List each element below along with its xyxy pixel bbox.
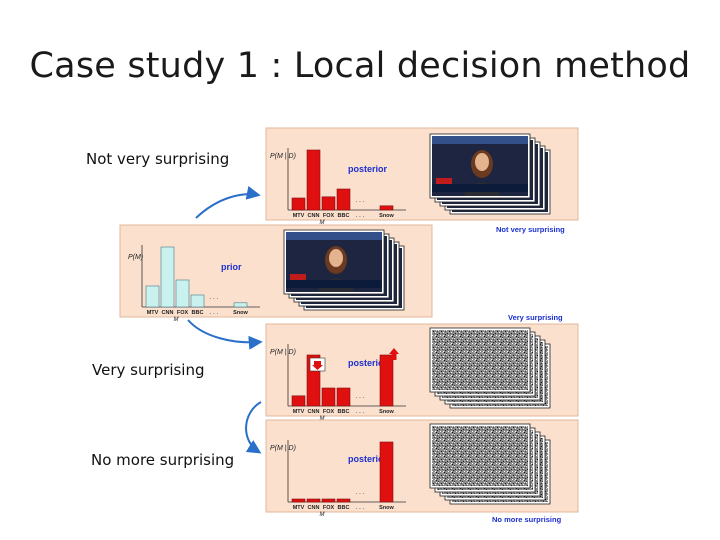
tick-label: MTV xyxy=(293,409,305,415)
noise-frame xyxy=(432,426,528,486)
bar xyxy=(379,441,394,503)
bar xyxy=(306,498,321,503)
bar xyxy=(336,498,351,503)
tick-label: Snow xyxy=(379,505,394,511)
tick-label: BBC xyxy=(338,213,350,219)
tick-label: CNN xyxy=(308,409,320,415)
label-no-more-surprising: No more surprising xyxy=(91,451,235,469)
label-not-very-surprising: Not very surprising xyxy=(86,150,230,168)
posterior-label: posterior xyxy=(348,454,388,464)
ellipsis: . . . xyxy=(356,409,365,415)
up-arrow-icon xyxy=(389,348,399,360)
m-label: M xyxy=(320,416,325,422)
caption-very-surprising: Very surprising xyxy=(508,313,563,322)
bar xyxy=(291,498,306,503)
slide-title: Case study 1 : Local decision method xyxy=(29,46,691,86)
down-arrow-icon xyxy=(312,361,323,370)
tick-label: Snow xyxy=(379,409,394,415)
bar xyxy=(291,197,306,211)
tick-label: MTV xyxy=(293,505,305,511)
m-label: M xyxy=(320,512,325,518)
ellipsis: . . . xyxy=(356,505,365,511)
m-label: M xyxy=(174,317,179,323)
tv-logo xyxy=(290,274,306,280)
bar xyxy=(145,285,160,308)
bar xyxy=(321,387,336,407)
bar xyxy=(336,387,351,407)
bar xyxy=(321,196,336,211)
tv-ticker xyxy=(286,280,382,288)
tick-label: Snow xyxy=(233,310,248,316)
prior-label: prior xyxy=(221,262,242,272)
tv-banner xyxy=(286,232,382,240)
bar xyxy=(336,188,351,211)
axis-label: P(M | D) xyxy=(270,445,296,452)
tick-label: BBC xyxy=(338,505,350,511)
tick-label: BBC xyxy=(192,310,204,316)
axis-label: P(M | D) xyxy=(270,349,296,356)
bar xyxy=(379,354,394,407)
tick-label: MTV xyxy=(147,310,159,316)
caption-no-more-surprising: No more surprising xyxy=(492,515,562,524)
tv-banner xyxy=(432,136,528,144)
curved-arrow-icon xyxy=(187,319,263,350)
tick-label: Snow xyxy=(379,213,394,219)
m-label: M xyxy=(320,220,325,226)
caption-not-very-surprising: Not very surprising xyxy=(496,225,565,234)
posterior-label: posterior xyxy=(348,164,388,174)
noise-frame xyxy=(432,330,528,390)
bar xyxy=(306,149,321,211)
tv-ticker xyxy=(432,184,528,192)
tick-label: CNN xyxy=(308,505,320,511)
curved-arrow-icon xyxy=(195,185,261,219)
bar xyxy=(160,246,175,308)
bar xyxy=(291,395,306,407)
bar xyxy=(379,205,394,211)
tick-label: MTV xyxy=(293,213,305,219)
anchor-face xyxy=(329,249,343,267)
ellipsis: . . . xyxy=(356,490,365,496)
curved-arrow-icon xyxy=(245,401,262,454)
bar xyxy=(233,302,248,308)
anchor-face xyxy=(475,153,489,171)
tick-label: FOX xyxy=(323,213,335,219)
ellipsis: . . . xyxy=(356,213,365,219)
ellipsis: . . . xyxy=(210,310,219,316)
posterior-label: posterior xyxy=(348,358,388,368)
tick-label: BBC xyxy=(338,409,350,415)
tv-logo xyxy=(436,178,452,184)
tick-label: FOX xyxy=(177,310,189,316)
ellipsis: . . . xyxy=(356,394,365,400)
tick-label: CNN xyxy=(162,310,174,316)
ellipsis: . . . xyxy=(210,295,219,301)
axis-label: P(M) xyxy=(128,254,143,261)
bar xyxy=(175,279,190,308)
tick-label: FOX xyxy=(323,409,335,415)
label-very-surprising: Very surprising xyxy=(92,361,205,379)
tick-label: FOX xyxy=(323,505,335,511)
ellipsis: . . . xyxy=(356,198,365,204)
tick-label: CNN xyxy=(308,213,320,219)
axis-label: P(M | D) xyxy=(270,153,296,160)
bar xyxy=(190,294,205,308)
bar xyxy=(321,498,336,503)
